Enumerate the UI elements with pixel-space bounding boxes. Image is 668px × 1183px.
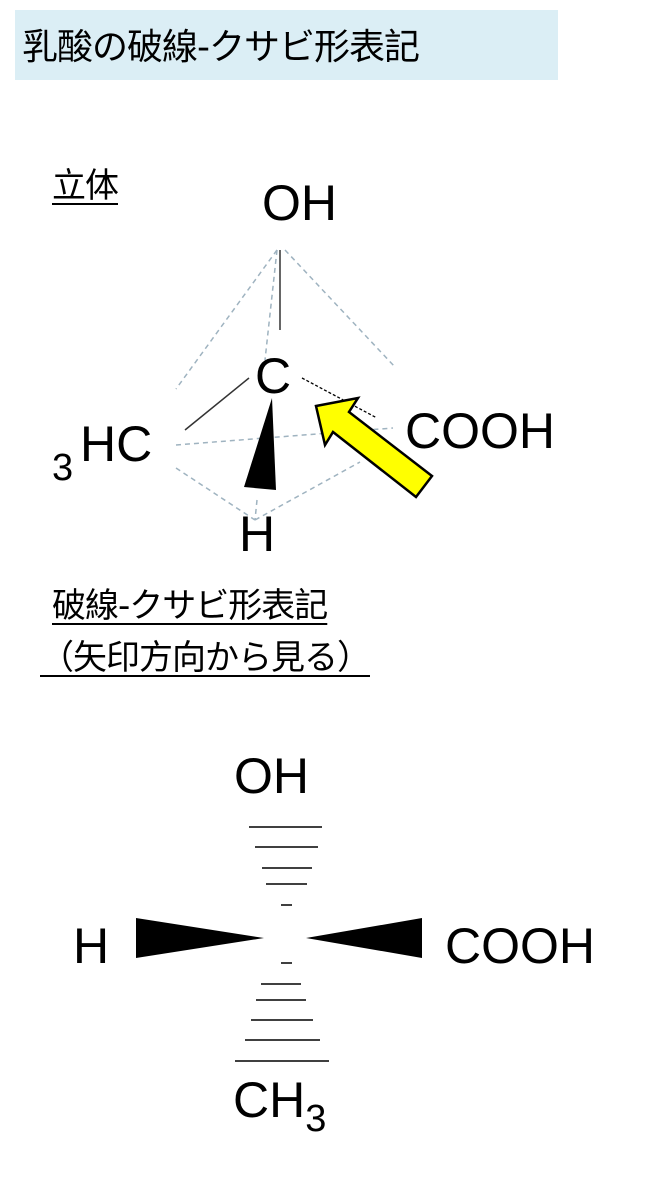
heading-wedge-line1: 破線-クサビ形表記 — [52, 586, 328, 626]
label-ch: CH — [233, 1072, 305, 1128]
label-ch3-2d: CH3 — [233, 1072, 326, 1140]
title-banner — [15, 10, 558, 80]
wedge-bond-right — [306, 918, 422, 958]
wedge-bond-left — [136, 918, 264, 958]
heading-3d: 立体 — [52, 166, 119, 206]
label-oh-3d: OH — [262, 175, 337, 231]
label-3-sub: 3 — [52, 447, 73, 489]
label-3-sub-2d: 3 — [305, 1098, 326, 1140]
bond-c-cooh-dashed — [301, 377, 378, 419]
wedge-bond-c-h — [244, 398, 276, 490]
label-c-3d: C — [255, 348, 291, 404]
page-title: 乳酸の破線-クサビ形表記 — [22, 27, 420, 68]
hashed-bond-up — [249, 826, 322, 906]
label-cooh-3d: COOH — [405, 403, 555, 459]
heading-wedge-line2: （矢印方向から見る） — [40, 638, 371, 678]
label-h-3d: H — [239, 506, 275, 562]
label-h-2d: H — [73, 918, 109, 974]
label-oh-2d: OH — [234, 748, 309, 804]
label-cooh-2d: COOH — [445, 918, 595, 974]
view-direction-arrow — [314, 396, 434, 499]
bond-c-ch3 — [184, 377, 250, 431]
hashed-bond-down — [235, 962, 329, 1062]
label-hc-3d: HC — [80, 416, 152, 472]
